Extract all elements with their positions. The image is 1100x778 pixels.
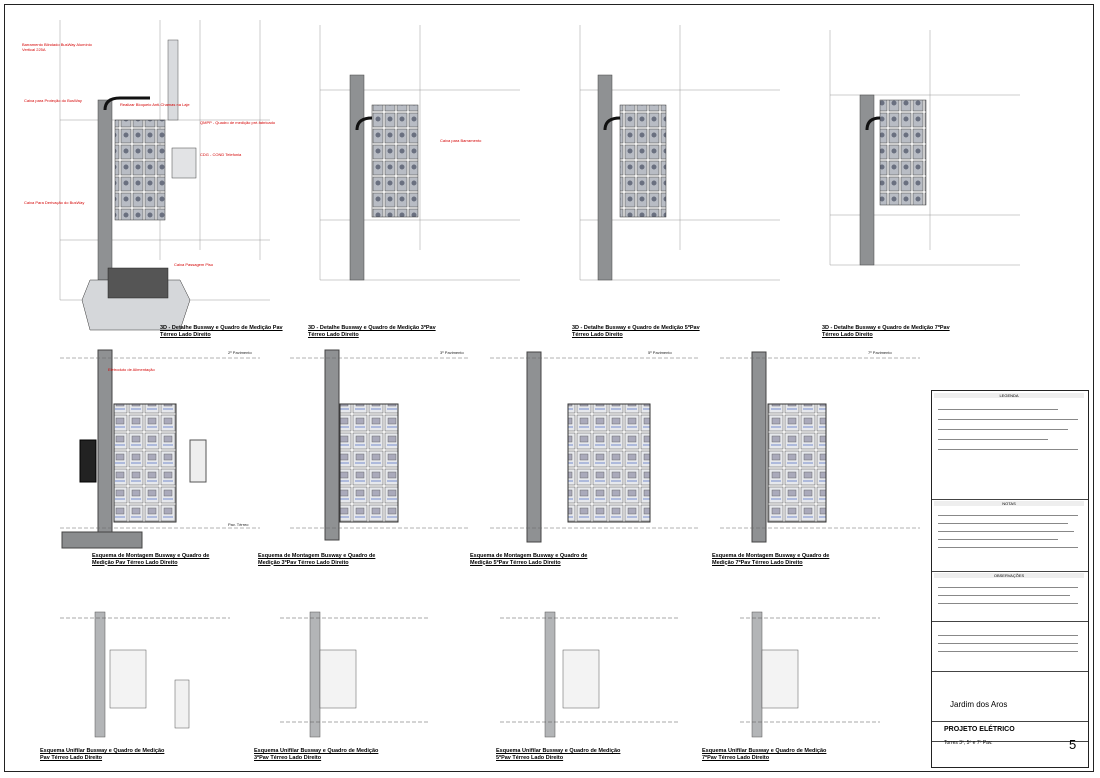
annotation-protection-box: Caixa para Proteção do BusWay <box>24 98 82 103</box>
annotation-busway: Barramento Blindado BusWay Alumínio Vert… <box>22 42 92 52</box>
view-3d-pav5 <box>579 25 780 281</box>
sheet-subtitle: Torres 3º, 5º e 7º Pav. <box>944 740 993 746</box>
annotation-firestop: Realizar Bloqueio Anti-Chamas na Laje <box>120 102 190 107</box>
unifilar-pav7 <box>740 611 880 738</box>
caption-unifilar-terreo: Esquema Unifilar Busway e Quadro de Medi… <box>40 748 165 761</box>
view-3d-pav7 <box>829 30 1020 266</box>
assembly-pav7 <box>720 351 920 543</box>
sheet-frame <box>4 4 1094 772</box>
caption-3d-pav3: 3D - Detalhe Busway e Quadro de Medição … <box>308 325 436 338</box>
project-name: Jardim dos Aros <box>950 700 1008 709</box>
notes-header: NOTAS <box>934 501 1084 506</box>
assembly-terreo <box>60 349 260 549</box>
unifilar-pav3 <box>280 611 430 738</box>
caption-assembly-terreo: Esquema de Montagem Busway e Quadro de M… <box>92 553 210 566</box>
annotation-derivation-box: Caixa Para Derivação do BusWay <box>24 200 85 205</box>
unifilar-terreo <box>60 611 230 738</box>
annotation-meter-panel: QMPP - Quadro de medição pré-fabricado <box>200 120 276 125</box>
level-terreo: Pav. Térreo <box>228 522 249 527</box>
caption-3d-pav5: 3D - Detalhe Busway e Quadro de Medição … <box>572 325 700 338</box>
level-pav7: 7º Pavimento <box>868 350 892 355</box>
level-pav5: 5º Pavimento <box>648 350 672 355</box>
page-number: 5 <box>1069 737 1077 752</box>
caption-assembly-pav3: Esquema de Montagem Busway e Quadro de M… <box>258 553 376 566</box>
caption-3d-terreo: 3D - Detalhe Busway e Quadro de Medição … <box>160 325 283 338</box>
level-pav3: 3º Pavimento <box>440 350 464 355</box>
annotation-slab-passage: Caixa Passagem Piso <box>174 262 214 267</box>
caption-unifilar-pav3: Esquema Unifilar Busway e Quadro de Medi… <box>254 748 379 761</box>
unifilar-pav5 <box>500 611 680 738</box>
assembly-pav5 <box>490 351 700 543</box>
view-3d-pav3 <box>319 25 520 281</box>
caption-assembly-pav7: Esquema de Montagem Busway e Quadro de M… <box>712 553 830 566</box>
legend-header: LEGENDA <box>934 393 1084 398</box>
view-3d-terreo <box>59 20 270 331</box>
annotation-cable-tray: Caixa para Barramento <box>440 138 482 143</box>
level-pav2: 2º Pavimento <box>228 350 252 355</box>
annotation-cdg: CDG - COND Telefonia <box>200 152 242 157</box>
annotation-feed-cable: Eletroduto de Alimentação <box>108 367 155 372</box>
caption-unifilar-pav7: Esquema Unifilar Busway e Quadro de Medi… <box>702 748 827 761</box>
assembly-pav3 <box>290 349 470 541</box>
observations-header: OBSERVAÇÕES <box>934 573 1084 578</box>
caption-3d-pav7: 3D - Detalhe Busway e Quadro de Medição … <box>822 325 950 338</box>
caption-assembly-pav5: Esquema de Montagem Busway e Quadro de M… <box>470 553 588 566</box>
title-block: LEGENDA NOTAS OBSERVAÇÕES <box>931 390 1089 768</box>
caption-unifilar-pav5: Esquema Unifilar Busway e Quadro de Medi… <box>496 748 621 761</box>
sheet-discipline: PROJETO ELÉTRICO <box>944 726 1015 733</box>
